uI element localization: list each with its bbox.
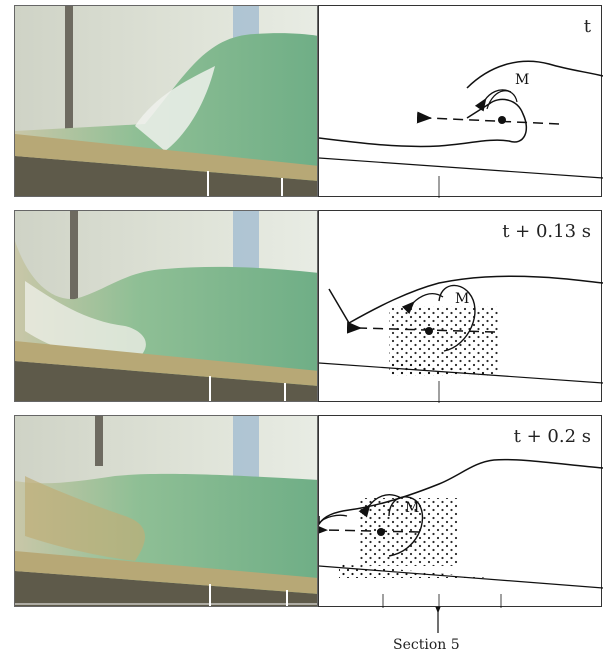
section-marker [0, 607, 606, 647]
time-label: t + 0.2 s [514, 426, 591, 447]
panel-row-1: M t [14, 5, 602, 197]
water-surface-outline [319, 99, 526, 146]
sketch-panel-1: M t [318, 5, 602, 197]
transport-arrow [429, 118, 559, 124]
vortex-center-dot [425, 327, 433, 335]
panel-row-2: M t + 0.13 s [14, 210, 602, 402]
section-label: Section 5 [393, 637, 460, 653]
marker-label: M [455, 291, 469, 307]
photo-panel-1 [14, 5, 318, 197]
time-label: t [584, 16, 591, 37]
panel-row-3: M t + 0.2 s [14, 415, 602, 607]
time-label: t + 0.13 s [502, 221, 591, 242]
vortex-center-dot [377, 528, 385, 536]
vortex-center-dot [498, 116, 506, 124]
sketch-panel-2: M t + 0.13 s [318, 210, 602, 402]
marker-label: M [515, 72, 529, 88]
sketch-panel-3: M t + 0.2 s [318, 415, 602, 607]
probe-rod [65, 6, 73, 131]
bed-line [319, 158, 603, 178]
photo-panel-2 [14, 210, 318, 402]
marker-label: M [405, 500, 419, 516]
photo-panel-3 [14, 415, 318, 607]
rotation-arrow [413, 294, 443, 303]
